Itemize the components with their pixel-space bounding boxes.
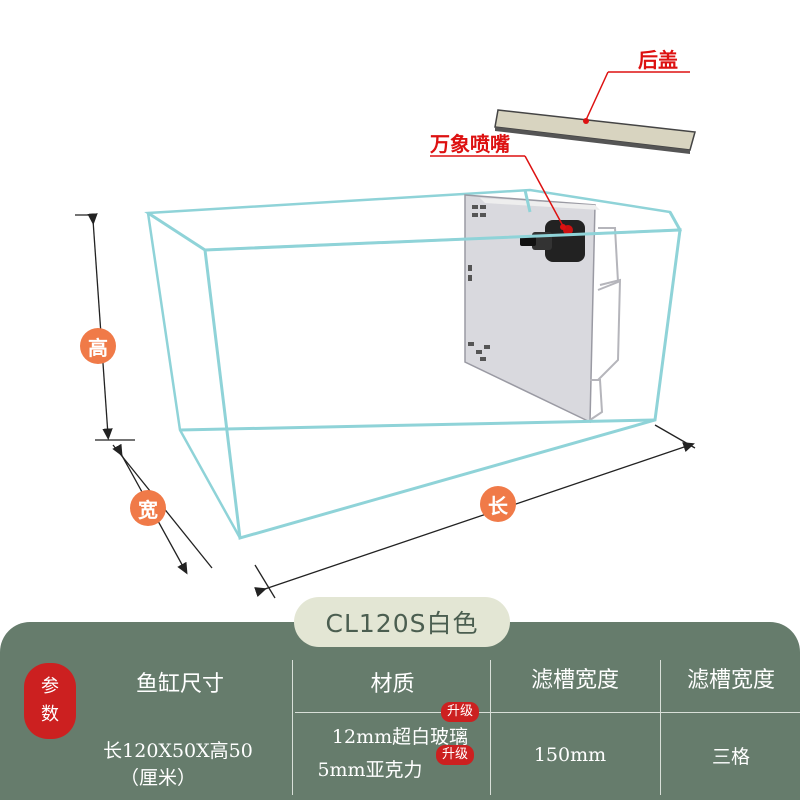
header-filter-width: 滤槽宽度 (530, 668, 619, 693)
header-tank-size: 鱼缸尺寸 (135, 672, 224, 697)
nozzle-label: 万象喷嘴 (430, 132, 510, 156)
parameters-badge-line1: 参 (41, 676, 59, 697)
filter-compartment (464, 194, 622, 424)
tank-size-value: 长120X50X高50 (103, 739, 253, 762)
callout-leaders (430, 71, 690, 230)
length-label: 长 (480, 486, 516, 522)
column-divider (292, 660, 293, 795)
material-acrylic: 5mm亚克力 (317, 758, 423, 781)
height-label: 高 (80, 328, 116, 364)
header-material: 材质 (370, 672, 415, 697)
filter-width-value: 150mm (533, 744, 607, 766)
model-name: CL120S白色 (294, 597, 510, 647)
column-divider (490, 660, 491, 795)
parameters-badge-line2: 数 (41, 704, 59, 725)
width-label: 宽 (130, 490, 166, 526)
row-divider (295, 712, 800, 713)
aquarium-illustration (75, 71, 696, 599)
column-divider (660, 660, 661, 795)
upgrade-tag: 升级 (436, 745, 475, 765)
rear-cover-plate (494, 109, 696, 154)
tank-front-frame (147, 189, 682, 540)
tank-size-unit: （厘米） (119, 766, 196, 789)
spec-panel (0, 622, 800, 800)
material-glass: 12mm超白玻璃 (331, 725, 469, 748)
parameters-badge: 参 数 (24, 663, 76, 739)
upgrade-tag: 升级 (441, 702, 480, 722)
filter-compartments-value: 三格 (711, 745, 750, 768)
header-filter-compartments: 滤槽宽度 (686, 668, 775, 693)
rear-cover-label: 后盖 (638, 48, 678, 72)
